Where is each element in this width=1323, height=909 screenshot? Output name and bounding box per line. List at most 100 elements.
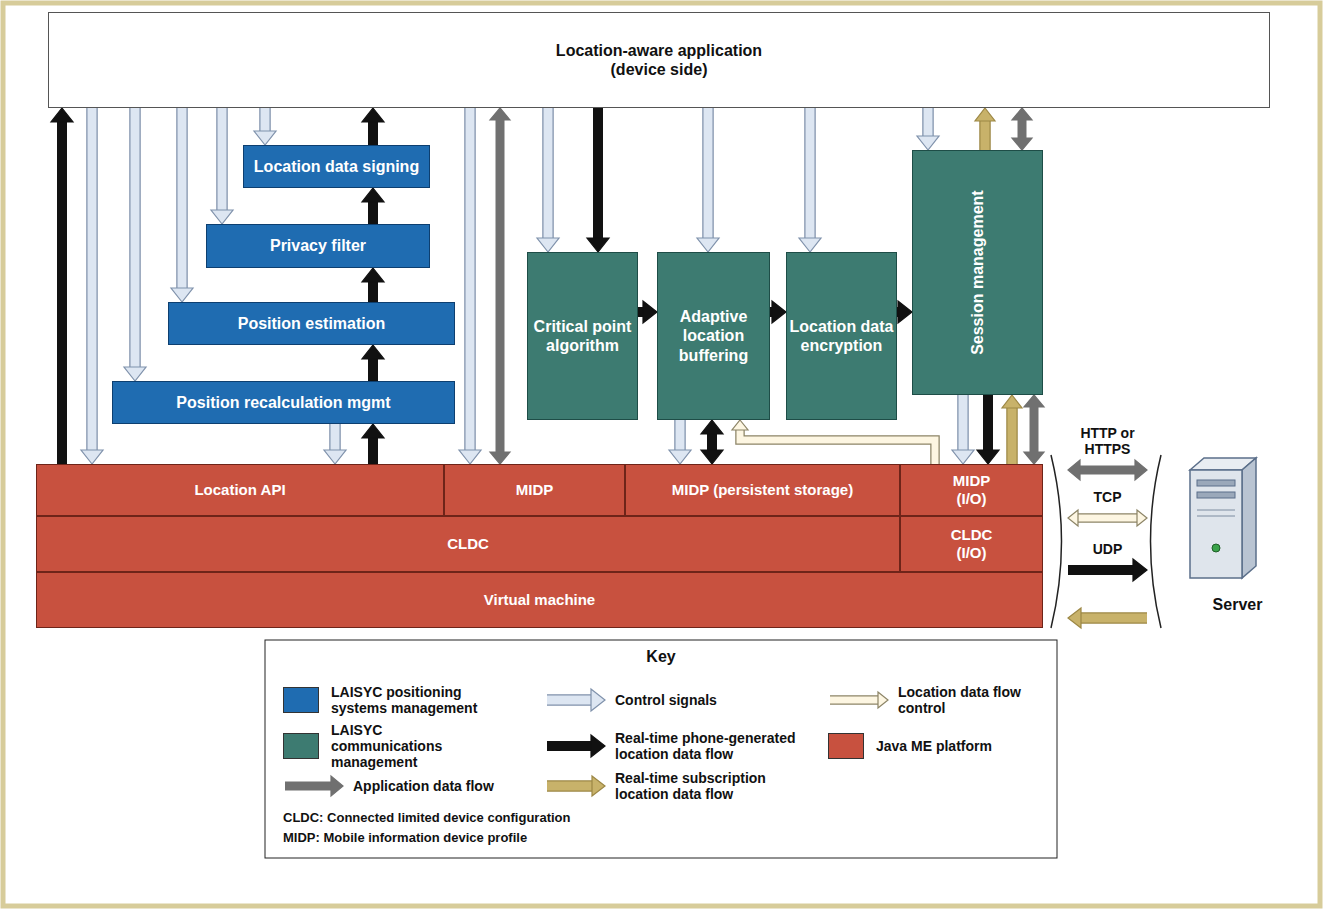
arrow-head [1012, 138, 1032, 150]
arrow-head [772, 301, 786, 323]
arrow-body [924, 108, 933, 137]
arrow-outline [804, 108, 816, 239]
arrow-body [261, 108, 270, 132]
node-label: MIDP [516, 481, 554, 499]
node-label: CLDC (I/O) [942, 526, 1002, 562]
connector-arrow [897, 301, 912, 323]
connector-arrow [770, 301, 786, 323]
arrow-body [983, 395, 993, 451]
arrow-head [1024, 452, 1044, 464]
footnote: MIDP: Mobile information device profile [283, 830, 527, 845]
connector-arrow [1068, 559, 1147, 581]
connector-arrow [952, 395, 974, 464]
arrow-head [1024, 395, 1044, 407]
arrow-outline [1080, 612, 1147, 624]
communications-module: Session management [912, 150, 1043, 395]
arrow-outline [1006, 407, 1018, 464]
legend-title: Key [646, 648, 675, 666]
arrow-head [701, 450, 723, 464]
legend-text: Real-time subscription location data flo… [615, 770, 815, 802]
arrow-outline [740, 429, 935, 464]
connector-arrow [975, 108, 995, 150]
node-label: Virtual machine [484, 591, 595, 609]
connector-arrow [254, 108, 276, 145]
arrow-head [591, 735, 605, 757]
platform-layer: CLDC [36, 516, 900, 572]
arrow-head [51, 108, 73, 122]
arrow-head [362, 268, 384, 282]
arrow-body [959, 395, 968, 451]
connector-arrow [1012, 108, 1032, 150]
connector-arrow [701, 420, 723, 464]
connector-arrow [490, 108, 510, 464]
platform-layer: Location API [36, 464, 444, 516]
connector-arrow [537, 108, 559, 252]
arrow-head [587, 238, 609, 252]
arrow-body [131, 108, 140, 368]
application-box: Location-aware application (device side) [48, 12, 1270, 108]
arrow-body [830, 697, 879, 704]
connector-arrow [362, 268, 384, 302]
arrow-head [643, 301, 657, 323]
connector-arrow [669, 420, 691, 464]
legend-line-sample [545, 773, 609, 799]
connector-arrow [171, 108, 193, 302]
node-label: Privacy filter [270, 236, 366, 255]
arrow-outline [86, 108, 98, 451]
connector-arrow [459, 108, 481, 464]
arrow-body [806, 108, 815, 239]
arrow-body [1008, 407, 1017, 464]
arrow-outline [129, 108, 141, 368]
arrow-body [368, 201, 378, 224]
legend-text: LAISYC positioning systems management [331, 684, 481, 716]
arrow-body [1068, 565, 1134, 575]
arrow-body [57, 121, 67, 464]
arrow-outline [547, 694, 592, 706]
server-icon [1190, 458, 1256, 578]
arrow-head [362, 424, 384, 438]
arrow-outline [259, 108, 271, 132]
legend-line-sample [283, 773, 347, 799]
connector-arrow [1024, 395, 1044, 464]
arrow-body [88, 108, 97, 451]
frame-border [3, 3, 1320, 906]
platform-layer: MIDP (persistent storage) [625, 464, 900, 516]
connector-arrow [977, 395, 999, 464]
arrow-head [732, 420, 748, 430]
arrow-head [490, 108, 510, 120]
protocol-label: UDP [1072, 541, 1144, 557]
legend-swatch [283, 687, 319, 713]
arrow-head [211, 210, 233, 224]
legend-text: Application data flow [353, 778, 523, 794]
positioning-module: Privacy filter [206, 224, 430, 268]
connector-arrow [799, 108, 821, 252]
connector-arrow [324, 424, 346, 464]
arrow-body [1077, 515, 1138, 522]
arrow-head [917, 136, 939, 150]
arrow-head [124, 367, 146, 381]
connector-arrow [362, 424, 384, 464]
arrow-outline [216, 108, 228, 211]
connector-arrow [1068, 608, 1147, 628]
arrow-body [547, 741, 592, 751]
connector-arrow [362, 188, 384, 224]
arrow-head [324, 450, 346, 464]
legend-swatch [828, 733, 864, 759]
legend-text: Java ME platform [876, 738, 1036, 754]
legend-text: LAISYC communications management [331, 722, 481, 770]
arrow-outline [547, 780, 593, 792]
legend-box [265, 640, 1057, 858]
connector-arrow [732, 420, 935, 464]
connector-arrow [362, 345, 384, 381]
arrow-head [1068, 510, 1078, 526]
arrow-head [1068, 460, 1080, 480]
arrow-outline [957, 395, 969, 451]
node-label: Location API [194, 481, 285, 499]
arrow-body [218, 108, 227, 211]
arrow-body [1079, 466, 1136, 475]
node-label: Session management [968, 190, 987, 355]
